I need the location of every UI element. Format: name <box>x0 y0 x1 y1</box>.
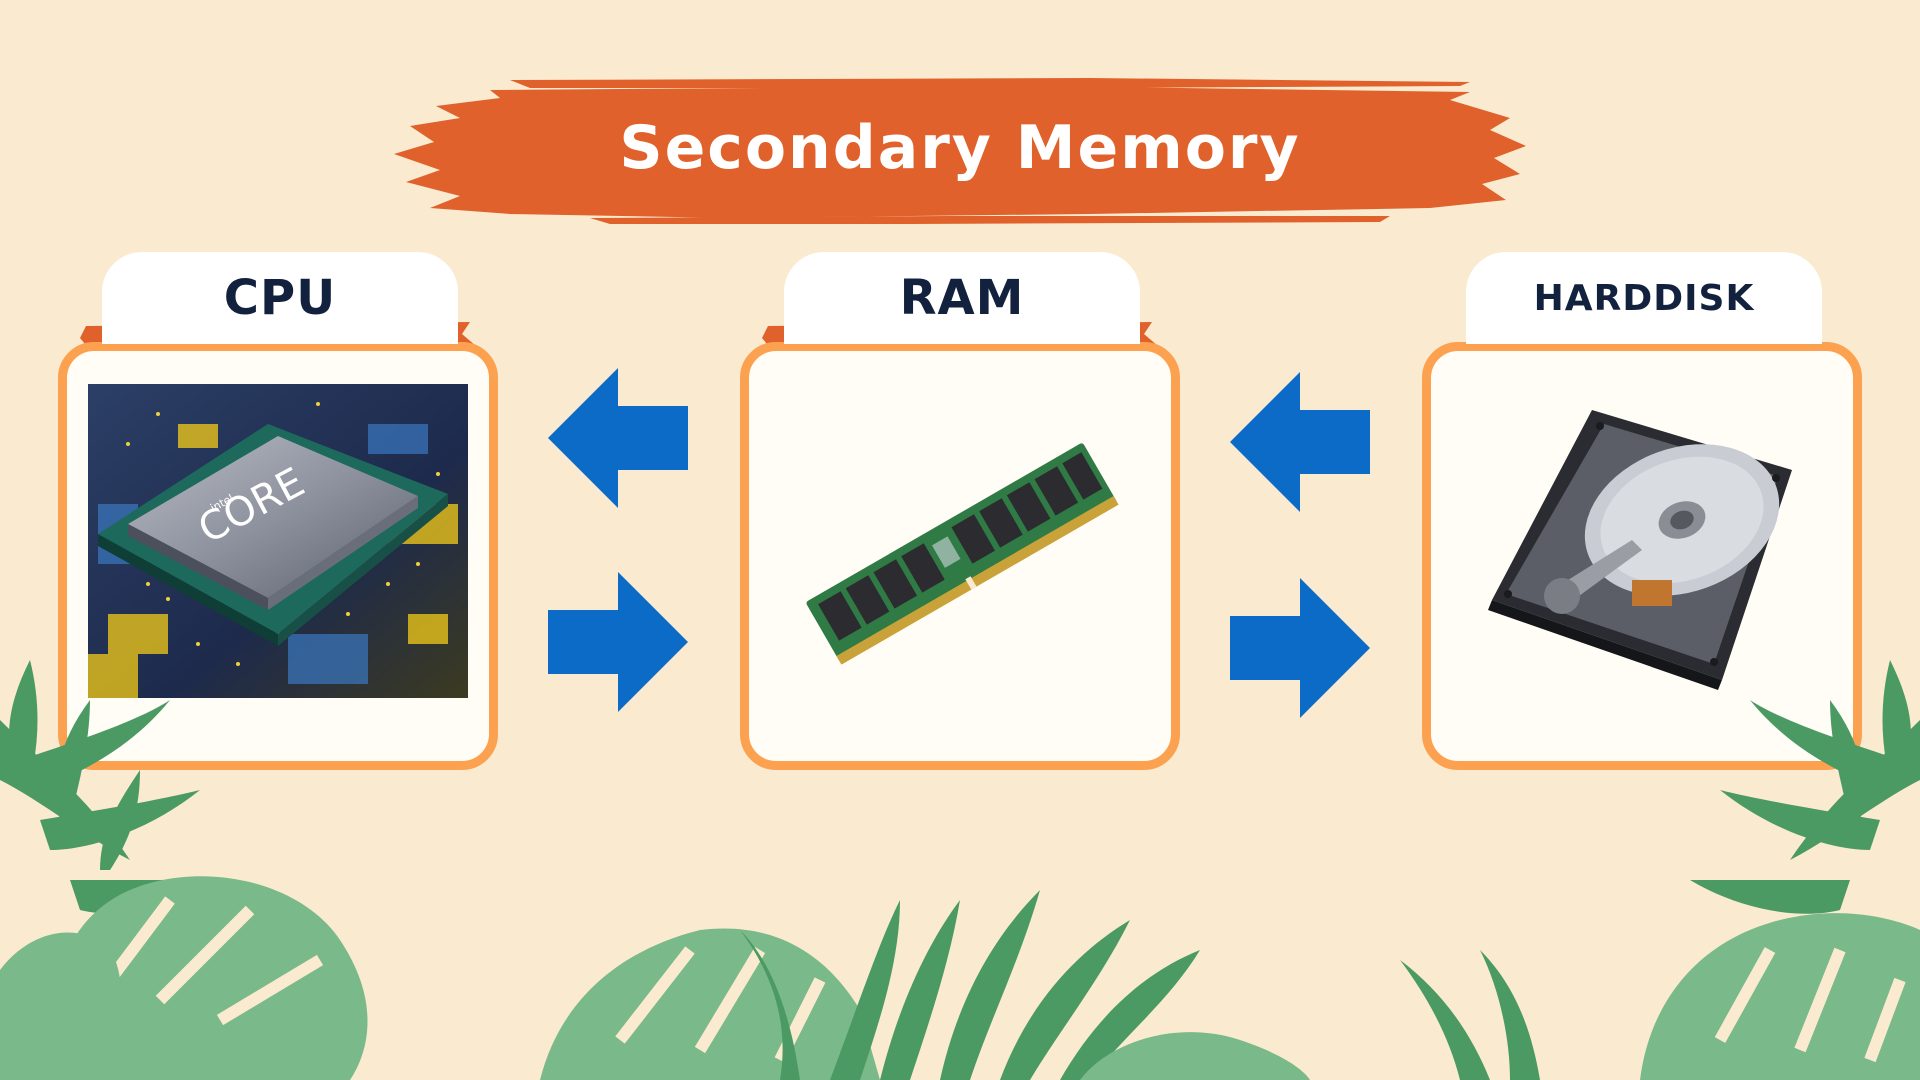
arrow-left-ram-to-cpu <box>548 368 688 508</box>
center-monstera-leaf <box>540 928 880 1080</box>
center-palm-frond <box>740 890 1200 1080</box>
cpu-card: CPU <box>58 250 498 770</box>
ram-module-illustration <box>806 443 1119 665</box>
right-monstera-leaf <box>1640 913 1920 1080</box>
title-banner <box>394 78 1526 224</box>
left-second-leaf <box>0 932 121 1080</box>
hard-disk-illustration <box>1488 410 1792 690</box>
left-monstera-leaf <box>52 876 368 1080</box>
page-title: Secondary Memory <box>619 113 1301 183</box>
arrow-right-ram-to-harddisk <box>1230 578 1370 718</box>
ram-card: RAM <box>740 250 1180 770</box>
arrow-left-harddisk-to-ram <box>1230 372 1370 512</box>
right-leaf-splits <box>1714 947 1906 1063</box>
cpu-label: CPU <box>102 252 458 344</box>
center-leaf-splits <box>615 946 826 1063</box>
harddisk-card: HARDDISK <box>1422 250 1862 770</box>
cpu-chip-illustration: intel CORE <box>88 384 468 698</box>
arrow-right-cpu-to-ram <box>548 572 688 712</box>
harddisk-label: HARDDISK <box>1466 252 1822 344</box>
left-leaf-splits <box>105 896 324 1026</box>
center-right-leaf <box>1080 1032 1310 1080</box>
ram-label: RAM <box>784 252 1140 344</box>
